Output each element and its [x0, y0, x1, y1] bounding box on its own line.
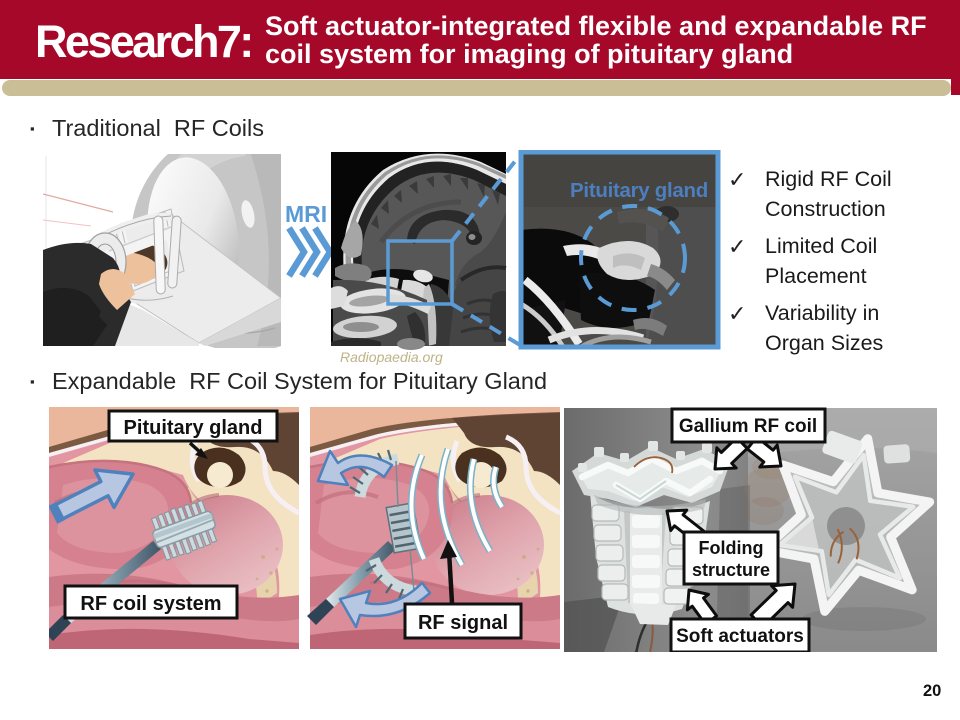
svg-text:Gallium RF coil: Gallium RF coil: [679, 416, 817, 437]
svg-text:Folding: Folding: [699, 538, 764, 558]
svg-text:Pituitary gland: Pituitary gland: [570, 179, 708, 202]
svg-text:RF signal: RF signal: [418, 612, 508, 634]
svg-text:Soft actuators: Soft actuators: [676, 626, 804, 647]
svg-text:structure: structure: [692, 560, 770, 580]
svg-text:Pituitary gland: Pituitary gland: [124, 417, 263, 439]
svg-text:RF coil system: RF coil system: [80, 593, 221, 615]
svg-text:MRI: MRI: [285, 201, 327, 227]
